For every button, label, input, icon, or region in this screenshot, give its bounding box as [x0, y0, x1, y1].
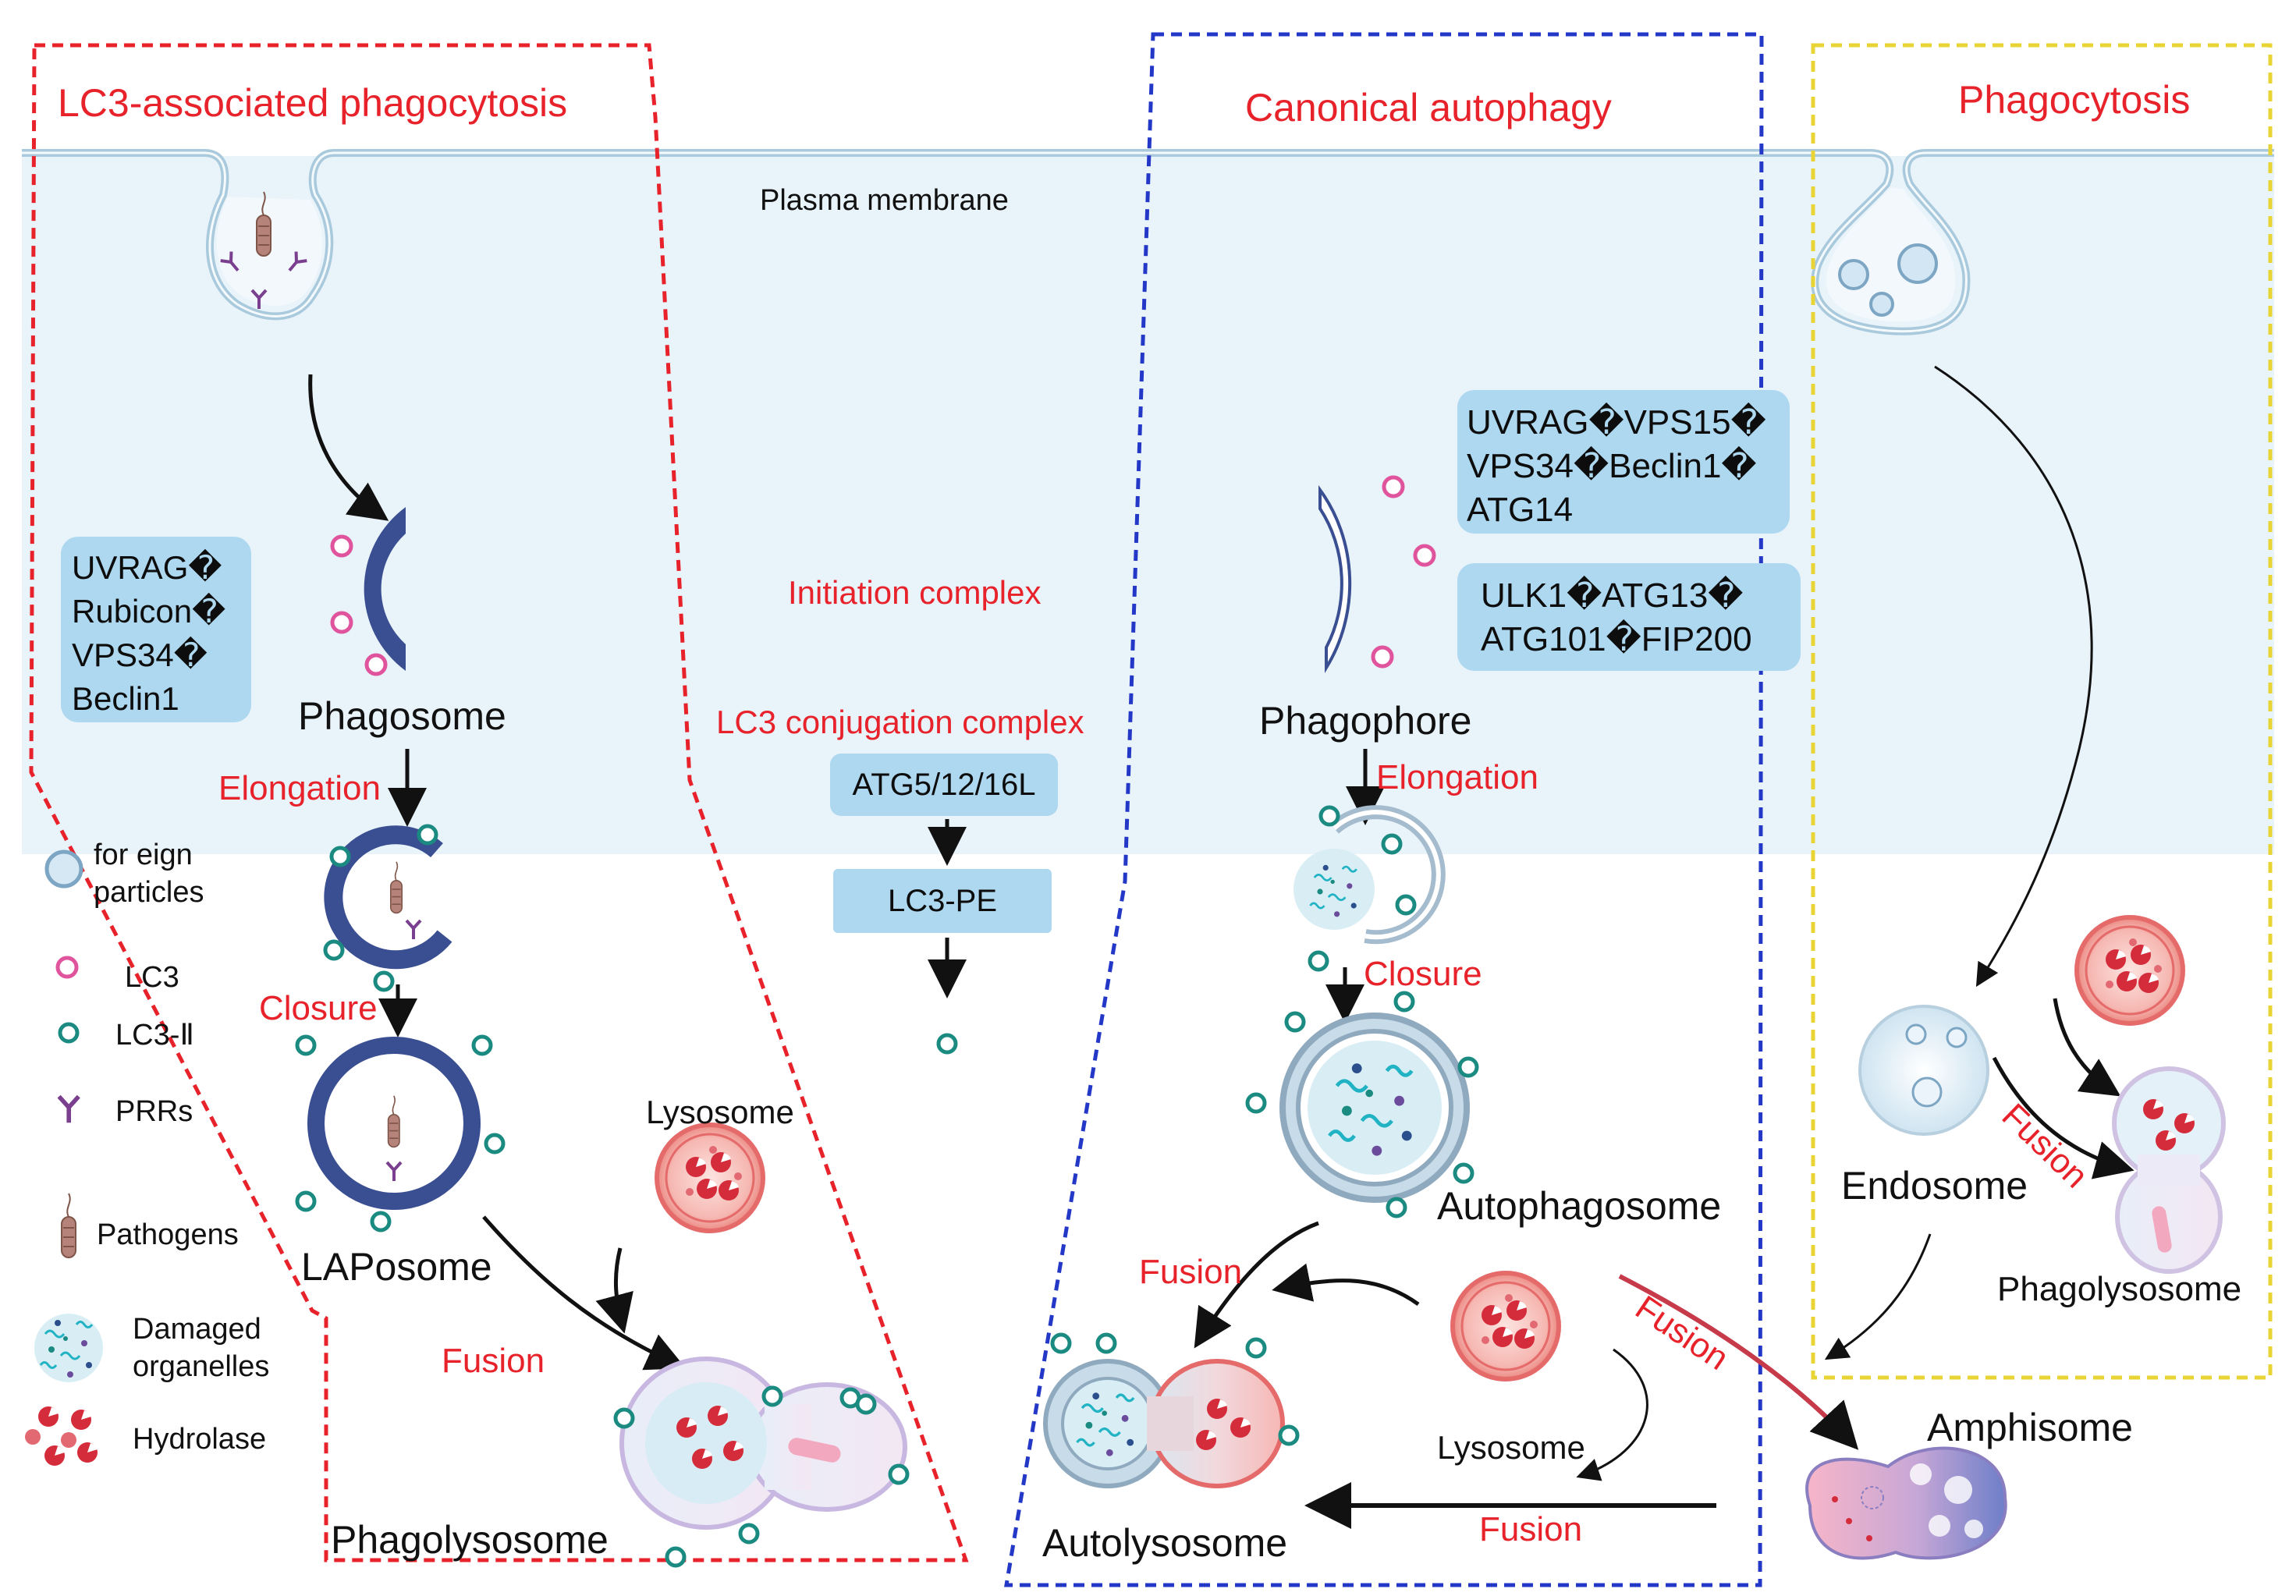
arrow-pit-to-phagosome	[308, 374, 389, 521]
lap-complex-line-3: VPS34�	[72, 637, 208, 673]
arrow-lysosome-mid-fusion-top	[1272, 1263, 1420, 1307]
autophagosome-label: Autophagosome	[1437, 1184, 1722, 1228]
autophagy-complex-box-1: UVRAG�VPS15� VPS34�Beclin1� ATG14	[1457, 390, 1790, 534]
arrow-endosome-to-amphisome	[1824, 1233, 1932, 1360]
arrow-lysosome-right-to-phagolysosome	[2053, 998, 2121, 1097]
legend-lc3-ii: LC3-Ⅱ	[115, 1019, 195, 1052]
legend-prrs: PRRs	[115, 1095, 193, 1128]
canonical-region-border	[1004, 32, 1764, 1587]
laposome-shape	[297, 1037, 503, 1230]
autophagy-complex-box-2: ULK1�ATG13� ATG101�FIP200	[1457, 563, 1801, 671]
fusion-left-label: Fusion	[442, 1342, 545, 1380]
lap-title: LC3-associated phagocytosis	[58, 81, 568, 125]
lc3-icon	[58, 958, 76, 977]
initiation-complex-label: Initiation complex	[788, 574, 1042, 611]
plasma-membrane-label: Plasma membrane	[760, 184, 1009, 217]
lap-complex-line-2: Rubicon�	[72, 593, 226, 630]
phagophore-label: Phagophore	[1259, 699, 1472, 743]
phagolysosome-right-shape	[2112, 1066, 2226, 1274]
endosome-shape	[1858, 1005, 1989, 1136]
lap-complex-box: UVRAG� Rubicon� VPS34� Beclin1	[61, 537, 251, 722]
atg-box: ATG5/12/16L	[830, 754, 1058, 816]
phagolysosome-right-label: Phagolysosome	[1997, 1270, 2242, 1308]
legend-lc3: LC3	[125, 961, 179, 994]
phagocytosis-title: Phagocytosis	[1958, 78, 2191, 122]
amphisome-label: Amphisome	[1927, 1406, 2133, 1449]
autophagy-complex-1-line-2: VPS34�Beclin1�	[1467, 447, 1757, 485]
lysosome-mid-label: Lysosome	[1437, 1429, 1585, 1466]
autophagy-complex-1-line-3: ATG14	[1467, 491, 1574, 529]
legend-pathogens: Pathogens	[97, 1218, 239, 1251]
legend-foreign-particles-line-2: particles	[94, 876, 204, 909]
fusion-mid-bottom-label: Fusion	[1479, 1510, 1583, 1548]
lap-complex-line-4: Beclin1	[72, 680, 179, 717]
arrow-laposome-to-phagolysosome	[482, 1215, 687, 1371]
lysosome-left-shape	[657, 1125, 763, 1231]
laposome-label: LAPosome	[301, 1245, 492, 1289]
autophagy-complex-2-line-1: ULK1�ATG13�	[1481, 576, 1744, 615]
lc3-conjugation-complex-label: LC3 conjugation complex	[716, 704, 1084, 740]
foreign-particle-icon	[44, 849, 83, 888]
legend-foreign-particles: for eign particles	[94, 836, 204, 911]
closure-mid-label: Closure	[1364, 955, 1482, 993]
lysosome-right-shape	[2077, 917, 2183, 1023]
elongation-left-label: Elongation	[218, 769, 381, 807]
legend-damaged-organelles-line-1: Damaged	[133, 1313, 261, 1346]
phagolysosome-left-label: Phagolysosome	[331, 1518, 609, 1562]
hydrolase-icon	[25, 1406, 98, 1466]
phagophore-shape	[1318, 477, 1434, 674]
arrow-lysosome-to-phagolysosome	[595, 1247, 633, 1334]
autophagosome-shape	[1247, 993, 1477, 1216]
elongation-mid-label: Elongation	[1376, 758, 1538, 796]
arrow-endosome-to-phagolysosome	[1992, 1056, 2135, 1179]
legend-foreign-particles-line-1: for eign	[94, 839, 193, 871]
arrow-lysosome-mid-curve	[1576, 1348, 1648, 1481]
arrow-autophagosome-to-autolysosome	[1194, 1221, 1319, 1349]
phagosome-shape	[332, 507, 406, 674]
legend-damaged-organelles: Damaged organelles	[133, 1310, 269, 1385]
endosome-label: Endosome	[1841, 1164, 2028, 1208]
phagosome-label: Phagosome	[298, 694, 506, 738]
arrow-pit-to-endosome	[1934, 365, 2093, 988]
lc3pe-box: LC3-PE	[833, 869, 1052, 933]
lysosome-mid-shape	[1453, 1273, 1559, 1379]
damaged-organelles-icon	[34, 1314, 103, 1382]
elongating-phagophore	[1293, 805, 1446, 970]
lc3-ii-product	[939, 1035, 956, 1052]
lap-region-border	[29, 43, 969, 1562]
autolysosome-label: Autolysosome	[1042, 1521, 1288, 1565]
autophagy-complex-2-line-2: ATG101�FIP200	[1481, 620, 1752, 658]
prr-icon	[59, 1097, 79, 1123]
phagolysosome-left-shape	[616, 1357, 907, 1566]
closure-left-label: Closure	[259, 989, 378, 1027]
lap-complex-line-1: UVRAG�	[72, 549, 222, 586]
autolysosome-shape	[1043, 1335, 1297, 1488]
canonical-title: Canonical autophagy	[1245, 86, 1612, 129]
legend-damaged-organelles-line-2: organelles	[133, 1350, 270, 1383]
phagocytosis-region-border	[1811, 43, 2273, 1380]
pathogen-icon	[61, 1193, 76, 1258]
lysosome-left-label: Lysosome	[646, 1094, 794, 1130]
arrow-autophagosome-to-amphisome	[1618, 1274, 1859, 1450]
legend-hydrolase: Hydrolase	[133, 1423, 267, 1456]
legend-icons	[25, 849, 103, 1466]
fusion-mid-top-label: Fusion	[1139, 1253, 1243, 1291]
elongating-phagosome	[325, 826, 452, 990]
amphisome-shape	[1805, 1446, 2007, 1560]
phagocytosis-pit-particles	[1838, 243, 1938, 317]
lc3-ii-icon	[60, 1024, 77, 1041]
autophagy-complex-1-line-1: UVRAG�VPS15�	[1467, 403, 1766, 442]
